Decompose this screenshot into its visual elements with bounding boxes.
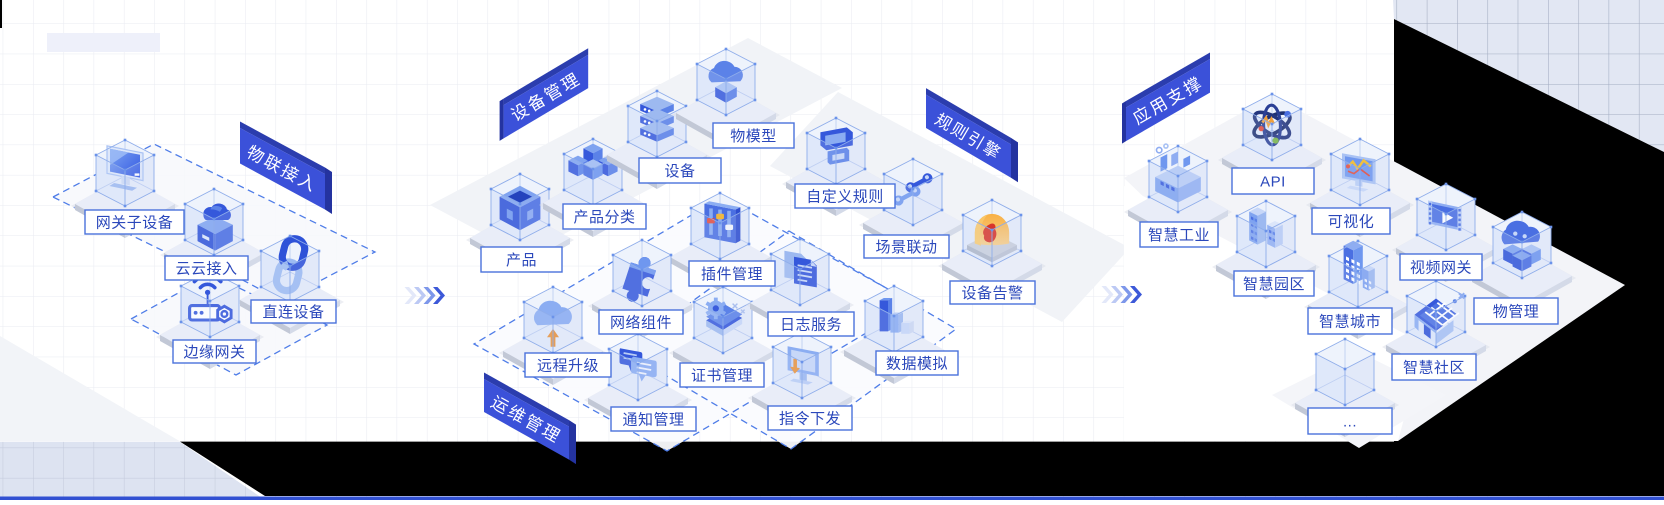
svg-text:可视化: 可视化	[1328, 213, 1375, 230]
svg-text:设备: 设备	[664, 163, 695, 180]
svg-text:证书管理: 证书管理	[691, 367, 753, 384]
svg-text:通知管理: 通知管理	[622, 411, 684, 428]
svg-text:自定义规则: 自定义规则	[806, 188, 884, 205]
svg-text:智慧工业: 智慧工业	[1148, 226, 1210, 244]
svg-text:网关子设备: 网关子设备	[96, 214, 174, 231]
svg-text:物管理: 物管理	[1493, 303, 1540, 320]
svg-text:设备告警: 设备告警	[961, 285, 1023, 302]
svg-text:指令下发: 指令下发	[779, 410, 841, 427]
svg-text:智慧园区: 智慧园区	[1243, 275, 1305, 293]
svg-text:数据模拟: 数据模拟	[886, 355, 948, 372]
svg-text:边缘网关: 边缘网关	[183, 344, 245, 361]
svg-text:日志服务: 日志服务	[780, 316, 842, 333]
svg-text:场景联动: 场景联动	[875, 239, 937, 256]
svg-text:云云接入: 云云接入	[175, 260, 237, 277]
svg-text:直连设备: 直连设备	[262, 304, 324, 321]
svg-text:智慧城市: 智慧城市	[1319, 312, 1381, 330]
svg-text:智慧社区: 智慧社区	[1403, 358, 1465, 376]
svg-text:物模型: 物模型	[730, 128, 777, 145]
svg-text:远程升级: 远程升级	[537, 357, 599, 374]
svg-text:网络组件: 网络组件	[610, 314, 672, 331]
svg-text:插件管理: 插件管理	[701, 266, 763, 283]
svg-text:产品分类: 产品分类	[573, 209, 635, 226]
svg-text:...: ...	[1343, 413, 1357, 430]
svg-text:API: API	[1260, 173, 1286, 190]
svg-text:产品: 产品	[506, 252, 537, 269]
svg-text:视频网关: 视频网关	[1410, 259, 1472, 276]
